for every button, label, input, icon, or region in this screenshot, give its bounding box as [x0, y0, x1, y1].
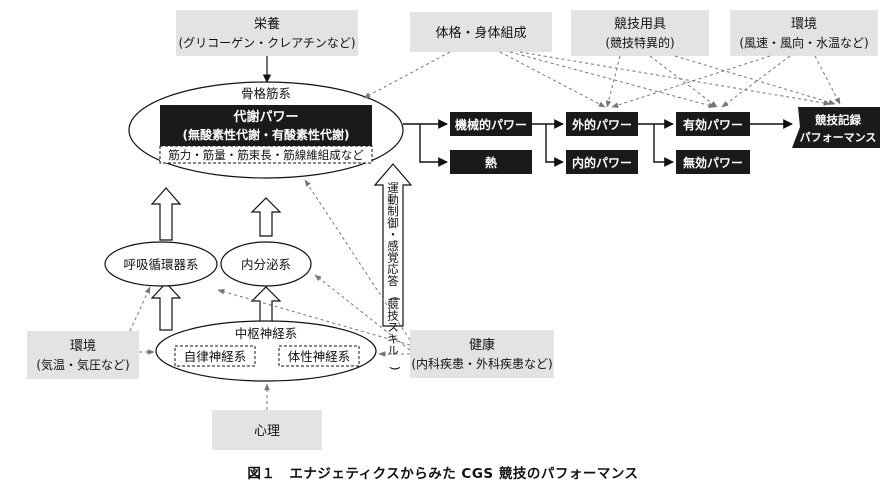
- ineffective-power-box: 無効パワー: [676, 150, 750, 174]
- internal-power-box: 内的パワー: [566, 150, 638, 174]
- metabolic-power-detail: (無酸素性代謝・有酸素性代謝): [183, 127, 350, 142]
- health-detail: (内科疾患・外科疾患など): [411, 356, 552, 371]
- env-outdoor-detail: (風速・風向・水温など): [739, 35, 868, 50]
- env-body-detail: (気温・気圧など): [36, 357, 129, 372]
- energetics-diagram: 栄養 (グリコーゲン・クレアチンなど) 体格・身体組成 競技用具 (競技特異的)…: [27, 10, 880, 450]
- health-title: 健康: [469, 337, 495, 353]
- svg-text:有効パワー: 有効パワー: [683, 117, 743, 132]
- svg-text:内的パワー: 内的パワー: [572, 155, 632, 170]
- hollow-arrows: [150, 187, 282, 331]
- power-chain-arrows: [403, 119, 793, 167]
- psychology-box: 心理: [212, 410, 322, 450]
- dashed-influence-arrows: [129, 51, 841, 410]
- env-body-title: 環境: [70, 339, 96, 354]
- svg-text:心理: 心理: [254, 424, 280, 439]
- physique-box: 体格・身体組成: [410, 12, 552, 52]
- somatic-label: 体性神経系: [288, 349, 351, 364]
- endocrine-system: 内分泌系: [220, 241, 312, 287]
- external-power-box: 外的パワー: [566, 112, 638, 136]
- svg-text:内分泌系: 内分泌系: [241, 257, 291, 272]
- performance-box: 競技記録 パフォーマンス: [792, 107, 880, 148]
- equipment-box: 競技用具 (競技特異的): [571, 10, 709, 56]
- mechanical-power-box: 機械的パワー: [450, 112, 532, 136]
- svg-text:パフォーマンス: パフォーマンス: [800, 131, 877, 144]
- skeletal-muscle-title: 骨格筋系: [241, 86, 291, 101]
- svg-text:呼吸循環器系: 呼吸循環器系: [123, 257, 198, 272]
- svg-text:外的パワー: 外的パワー: [572, 117, 632, 132]
- equipment-detail: (競技特異的): [605, 35, 674, 50]
- svg-text:機械的パワー: 機械的パワー: [455, 117, 527, 132]
- physique-label: 体格・身体組成: [435, 25, 526, 41]
- effective-power-box: 有効パワー: [676, 112, 750, 136]
- heat-box: 熱: [450, 150, 532, 174]
- nutrition-title: 栄養: [254, 16, 280, 32]
- metabolic-power-label: 代謝パワー: [232, 109, 298, 125]
- svg-text:熱: 熱: [485, 155, 497, 170]
- figure-caption: 図１ エナジェティクスからみた CGS 競技のパフォーマンス: [247, 466, 639, 482]
- svg-text:無効パワー: 無効パワー: [683, 155, 743, 170]
- nutrition-detail: (グリコーゲン・クレアチンなど): [178, 36, 355, 50]
- skeletal-muscle-system: 骨格筋系 代謝パワー (無酸素性代謝・有酸素性代謝) 筋力・筋量・筋束長・筋線維…: [128, 81, 404, 179]
- respiratory-system: 呼吸循環器系: [104, 241, 218, 287]
- env-outdoor-title: 環境: [791, 17, 817, 32]
- motor-control-arrow: 運動制御・感覚応答(競技スキル): [373, 163, 413, 371]
- central-nervous-system: 中枢神経系 自律神経系 体性神経系: [155, 320, 377, 382]
- env-outdoor-box: 環境 (風速・風向・水温など): [730, 10, 878, 56]
- motor-control-label: 運動制御・感覚応答(競技スキル): [387, 181, 402, 371]
- env-body-box: 環境 (気温・気圧など): [27, 331, 139, 379]
- cns-title: 中枢神経系: [235, 326, 298, 341]
- svg-text:競技記録: 競技記録: [815, 113, 861, 127]
- nutrition-box: 栄養 (グリコーゲン・クレアチンなど): [176, 10, 358, 56]
- equipment-title: 競技用具: [614, 17, 666, 32]
- autonomic-label: 自律神経系: [184, 349, 247, 364]
- health-box: 健康 (内科疾患・外科疾患など): [410, 330, 554, 378]
- muscle-detail-label: 筋力・筋量・筋束長・筋線維組成など: [168, 148, 364, 162]
